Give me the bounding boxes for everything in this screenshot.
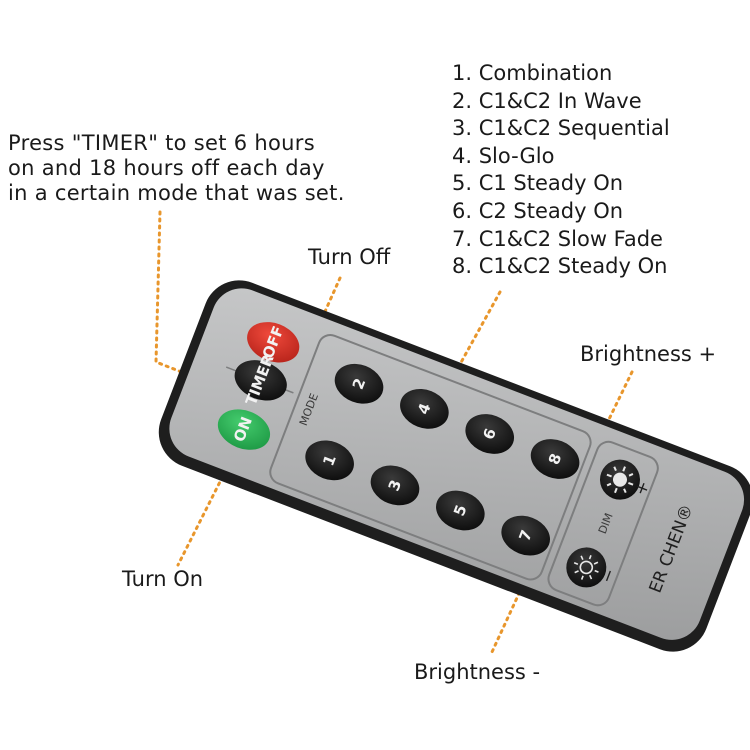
mode-item: 4. Slo-Glo bbox=[452, 143, 555, 168]
mode-button-8[interactable]: 8 bbox=[525, 432, 585, 485]
mode-item: 7. C1&C2 Slow Fade bbox=[452, 226, 663, 251]
timer-note-line-1: Press "TIMER" to set 6 hours bbox=[8, 131, 315, 155]
on-button[interactable]: ON bbox=[212, 402, 276, 457]
mode-button-3[interactable]: 3 bbox=[365, 459, 425, 512]
brightness-plus-label: Brightness + bbox=[580, 342, 717, 366]
minus-sign: − bbox=[597, 566, 621, 586]
brightness-up-button[interactable] bbox=[594, 454, 646, 506]
mode-button-4[interactable]: 4 bbox=[394, 382, 454, 435]
remote-body: OFF TIMER ON MODE 2 4 6 8 bbox=[158, 280, 750, 652]
mode-button-2[interactable]: 2 bbox=[329, 357, 389, 410]
sun-bright-icon bbox=[606, 466, 634, 494]
mode-panel bbox=[269, 334, 592, 581]
mode-button-1[interactable]: 1 bbox=[299, 434, 359, 487]
mode-item: 5. C1 Steady On bbox=[452, 171, 624, 196]
timer-note-line-3: in a certain mode that was set. bbox=[8, 181, 345, 205]
off-button[interactable]: OFF bbox=[241, 315, 305, 370]
sun-dim-icon bbox=[573, 555, 599, 580]
timer-button[interactable]: TIMER bbox=[226, 346, 295, 415]
mode-item: 1. Combination bbox=[452, 61, 613, 85]
brightness-minus-leader-line bbox=[490, 546, 542, 654]
turn-on-label: Turn On bbox=[122, 567, 204, 591]
brightness-minus-label: Brightness - bbox=[414, 660, 541, 684]
mode-item: 8. C1&C2 Steady On bbox=[452, 254, 668, 279]
mode-button-5[interactable]: 5 bbox=[430, 484, 490, 537]
mode-button-6[interactable]: 6 bbox=[460, 407, 520, 460]
mode-item: 3. C1&C2 Sequential bbox=[452, 116, 670, 141]
mode-button-7[interactable]: 7 bbox=[496, 509, 556, 562]
plus-sign: + bbox=[631, 478, 655, 498]
mode-list: 1. Combination 2. C1&C2 In Wave 3. C1&C2… bbox=[452, 60, 670, 281]
timer-instruction-text: Press "TIMER" to set 6 hours on and 18 h… bbox=[8, 131, 345, 206]
turn-off-label: Turn Off bbox=[308, 245, 391, 269]
dim-panel bbox=[547, 440, 659, 607]
brightness-down-button[interactable] bbox=[560, 542, 612, 594]
mode-item: 2. C1&C2 In Wave bbox=[452, 88, 642, 113]
mode-item: 6. C2 Steady On bbox=[452, 198, 624, 223]
timer-note-line-2: on and 18 hours off each day bbox=[8, 156, 325, 180]
